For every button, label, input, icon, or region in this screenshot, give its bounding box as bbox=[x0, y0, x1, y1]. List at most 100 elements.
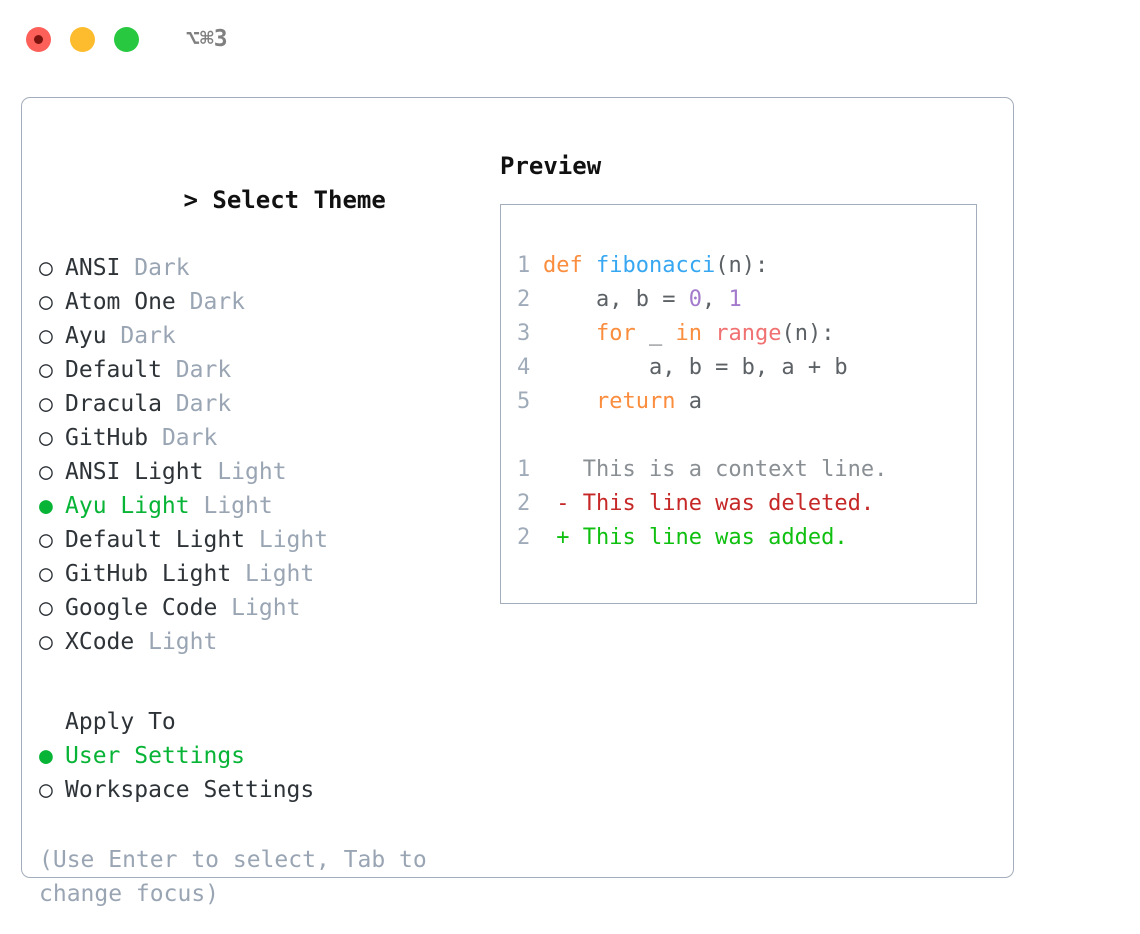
theme-option-label: Default bbox=[65, 357, 162, 383]
radio-unselected-icon: ○ bbox=[39, 595, 53, 621]
theme-option-label: GitHub bbox=[65, 425, 149, 451]
radio-selected-icon: ● bbox=[39, 493, 53, 519]
code-token: a, b = bbox=[543, 287, 689, 312]
theme-option-label: ANSI Light bbox=[65, 459, 204, 485]
theme-option-ansi-light[interactable]: ○ANSI Light Light bbox=[39, 455, 489, 489]
line-number: 1 bbox=[517, 253, 531, 278]
code-token: (n): bbox=[781, 321, 835, 346]
theme-option-ayu-light[interactable]: ● Ayu Light Light bbox=[39, 489, 489, 523]
prompt-caret-icon: > bbox=[183, 186, 198, 214]
code-token: return bbox=[595, 389, 676, 414]
close-window-icon[interactable] bbox=[26, 26, 51, 52]
theme-option-dracula[interactable]: ○ Dracula Dark bbox=[39, 387, 489, 421]
maximize-window-icon[interactable] bbox=[114, 26, 139, 52]
radio-unselected-icon: ○ bbox=[39, 777, 53, 803]
main-panel: > Select Theme ○ANSI Dark○Atom One Dark○… bbox=[21, 97, 1014, 907]
keyboard-hint-text: (Use Enter to select, Tab to change focu… bbox=[39, 847, 427, 907]
radio-unselected-icon: ○ bbox=[39, 357, 53, 383]
theme-option-label: GitHub Light bbox=[65, 561, 232, 587]
theme-option-default[interactable]: ○ Default Dark bbox=[39, 353, 489, 387]
theme-option-google-code[interactable]: ○Google Code Light bbox=[39, 591, 489, 625]
line-number: 2 bbox=[517, 525, 531, 550]
title-bar: ⌥⌘3 bbox=[0, 0, 1140, 78]
theme-option-category: Light bbox=[134, 629, 218, 655]
select-theme-title: Select Theme bbox=[212, 186, 386, 214]
theme-option-ayu[interactable]: ○ Ayu Dark bbox=[39, 319, 489, 353]
theme-option-category: Dark bbox=[161, 357, 232, 383]
code-token bbox=[702, 321, 715, 346]
theme-option-xcode[interactable]: ○ XCode Light bbox=[39, 625, 489, 659]
theme-option-ansi[interactable]: ○ANSI Dark bbox=[39, 251, 489, 285]
theme-option-default-light[interactable]: ○ Default Light Light bbox=[39, 523, 489, 557]
line-number: 2 bbox=[517, 491, 531, 516]
code-line: 4 a, b = b, a + b bbox=[517, 351, 976, 385]
line-number: 2 bbox=[517, 287, 531, 312]
apply-to-option-user-settings[interactable]: ● User Settings bbox=[39, 739, 489, 773]
theme-option-label: ANSI bbox=[65, 255, 121, 281]
theme-option-category: Dark bbox=[161, 391, 232, 417]
diff-line-add: 2 + This line was added. bbox=[517, 521, 976, 555]
code-token: fibonacci bbox=[595, 253, 716, 278]
theme-option-category: Light bbox=[245, 527, 329, 553]
code-token: in bbox=[675, 321, 702, 346]
code-token: range bbox=[715, 321, 782, 346]
theme-option-category: Light bbox=[217, 595, 301, 621]
code-token: _ bbox=[635, 321, 676, 346]
theme-option-category: Dark bbox=[106, 323, 176, 349]
theme-option-category: Dark bbox=[148, 425, 218, 451]
theme-option-label: Dracula bbox=[65, 391, 162, 417]
code-token: for bbox=[595, 321, 636, 346]
diff-line-ctx: 1 This is a context line. bbox=[517, 453, 976, 487]
radio-unselected-icon: ○ bbox=[39, 629, 53, 655]
code-line: 2 a, b = 0, 1 bbox=[517, 283, 976, 317]
code-token: a bbox=[675, 389, 702, 414]
line-number: 3 bbox=[517, 321, 531, 346]
radio-unselected-icon: ○ bbox=[39, 561, 53, 587]
theme-option-atom-one[interactable]: ○ Atom One Dark bbox=[39, 285, 489, 319]
theme-option-label: Ayu Light bbox=[65, 493, 190, 519]
apply-to-option-label: Workspace Settings bbox=[65, 777, 315, 803]
spacer bbox=[517, 419, 976, 453]
radio-unselected-icon: ○ bbox=[39, 323, 53, 349]
diff-line-text: This is a context line. bbox=[543, 457, 888, 482]
code-line: 5 return a bbox=[517, 385, 976, 419]
apply-to-header: Apply To bbox=[65, 709, 176, 735]
spacer bbox=[39, 659, 489, 705]
radio-unselected-icon: ○ bbox=[39, 425, 53, 451]
code-token bbox=[543, 321, 596, 346]
radio-unselected-icon: ○ bbox=[39, 289, 53, 315]
code-token: 0 bbox=[688, 287, 702, 312]
line-number: 5 bbox=[517, 389, 531, 414]
theme-option-github-light[interactable]: ○GitHub Light Light bbox=[39, 557, 489, 591]
radio-unselected-icon: ○ bbox=[39, 255, 53, 281]
theme-selector-column: > Select Theme ○ANSI Dark○Atom One Dark○… bbox=[39, 149, 489, 911]
theme-option-category: Light bbox=[203, 459, 287, 485]
select-theme-header: > Select Theme bbox=[39, 149, 489, 251]
spacer bbox=[39, 807, 489, 843]
code-token: , bbox=[701, 287, 729, 312]
theme-option-label: Atom One bbox=[65, 289, 176, 315]
theme-option-category: Dark bbox=[175, 289, 246, 315]
theme-options-list: ○ ANSI Dark ○ Atom One Dark ○ Ayu Dark ○ Defaul… bbox=[39, 251, 489, 659]
diff-line-text: - This line was deleted. bbox=[543, 491, 875, 516]
traffic-light-buttons bbox=[26, 26, 139, 52]
minimize-window-icon[interactable] bbox=[70, 26, 95, 52]
theme-option-category: Light bbox=[189, 493, 273, 519]
theme-option-label: Ayu bbox=[65, 323, 107, 349]
code-token: 1 bbox=[728, 287, 742, 312]
radio-unselected-icon: ○ bbox=[39, 391, 53, 417]
theme-option-label: XCode bbox=[65, 629, 135, 655]
diff-sample: 1 This is a context line. 2 - This line w… bbox=[517, 453, 976, 555]
radio-selected-icon: ● bbox=[39, 743, 53, 769]
apply-to-option-label: User Settings bbox=[65, 743, 246, 769]
apply-to-option-workspace-settings[interactable]: ○ Workspace Settings bbox=[39, 773, 489, 807]
theme-option-github[interactable]: ○ GitHub Dark bbox=[39, 421, 489, 455]
code-token bbox=[543, 389, 596, 414]
theme-option-label: Default Light bbox=[65, 527, 246, 553]
radio-unselected-icon: ○ bbox=[39, 527, 53, 553]
